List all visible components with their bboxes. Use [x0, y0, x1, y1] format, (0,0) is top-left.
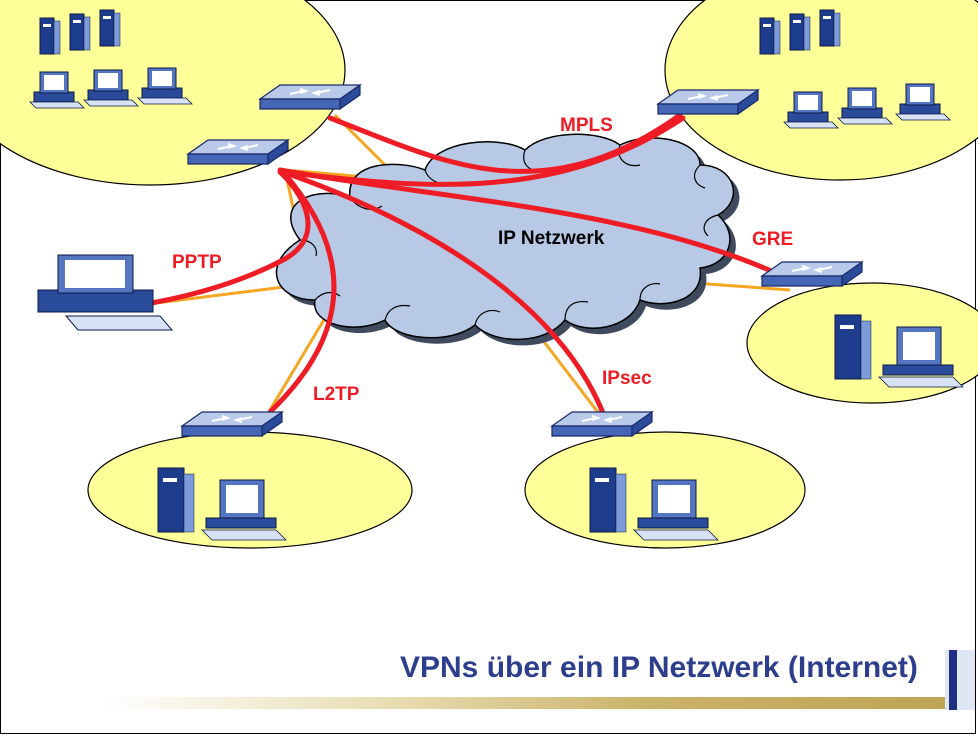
cloud-label: IP Netzwerk — [498, 228, 605, 249]
vpn-tunnels — [137, 112, 798, 421]
ip-network-cloud — [275, 133, 740, 346]
slide-title: VPNs über ein IP Netzwerk (Internet) — [400, 651, 918, 684]
label-mpls: MPLS — [560, 115, 613, 136]
label-pptp: PPTP — [172, 252, 222, 273]
label-ipsec: IPsec — [602, 368, 652, 389]
label-gre: GRE — [752, 229, 793, 250]
label-l2tp: L2TP — [313, 384, 360, 405]
site-top-right — [664, 0, 978, 181]
title-underline-bar — [100, 697, 945, 709]
pptp-client-pc — [37, 254, 174, 331]
tunnel-ipsec — [280, 169, 608, 421]
title-accent-stripe — [949, 650, 957, 710]
tunnel-l2tp — [267, 169, 337, 415]
